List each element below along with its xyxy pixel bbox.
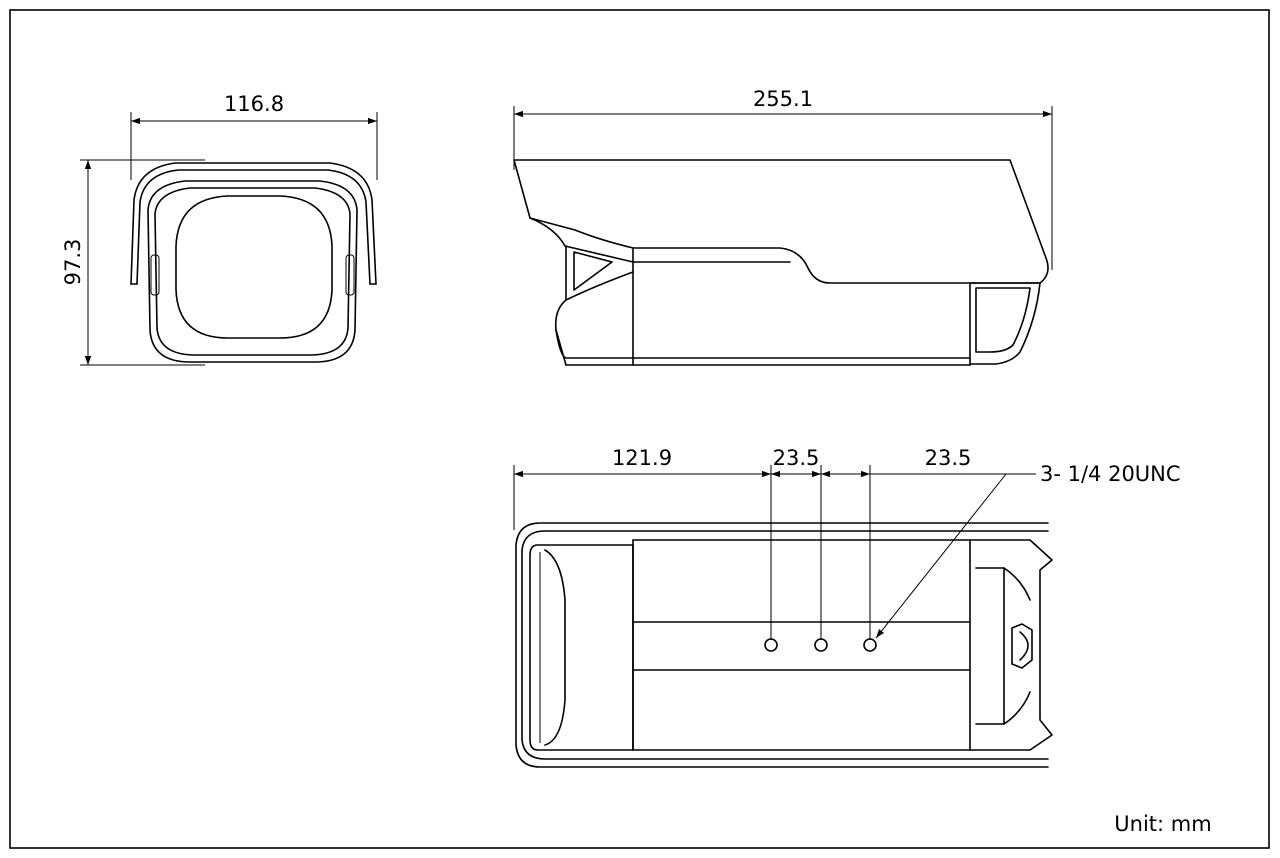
unit-label: Unit: mm xyxy=(1114,812,1211,836)
mount-hole-3 xyxy=(863,638,877,652)
hole-spacing-dimension-1: 23.5 xyxy=(773,446,820,470)
mount-hole-2 xyxy=(814,638,828,652)
drawing-border xyxy=(9,9,1270,849)
front-height-dimension: 97.3 xyxy=(61,239,85,286)
side-view: 255.1 xyxy=(513,87,1053,366)
mount-thread-callout: 3- 1/4 20UNC xyxy=(1040,462,1181,486)
front-view: 116.8 97.3 xyxy=(61,92,378,366)
bottom-offset-dimension: 121.9 xyxy=(612,446,672,470)
bottom-view: 121.9 23.5 23.5 3- 1/4 20UNC xyxy=(513,446,1181,768)
hole-spacing-dimension-2: 23.5 xyxy=(925,446,972,470)
mount-hole-1 xyxy=(764,638,778,652)
side-length-dimension: 255.1 xyxy=(753,87,813,111)
front-width-dimension: 116.8 xyxy=(224,92,284,116)
